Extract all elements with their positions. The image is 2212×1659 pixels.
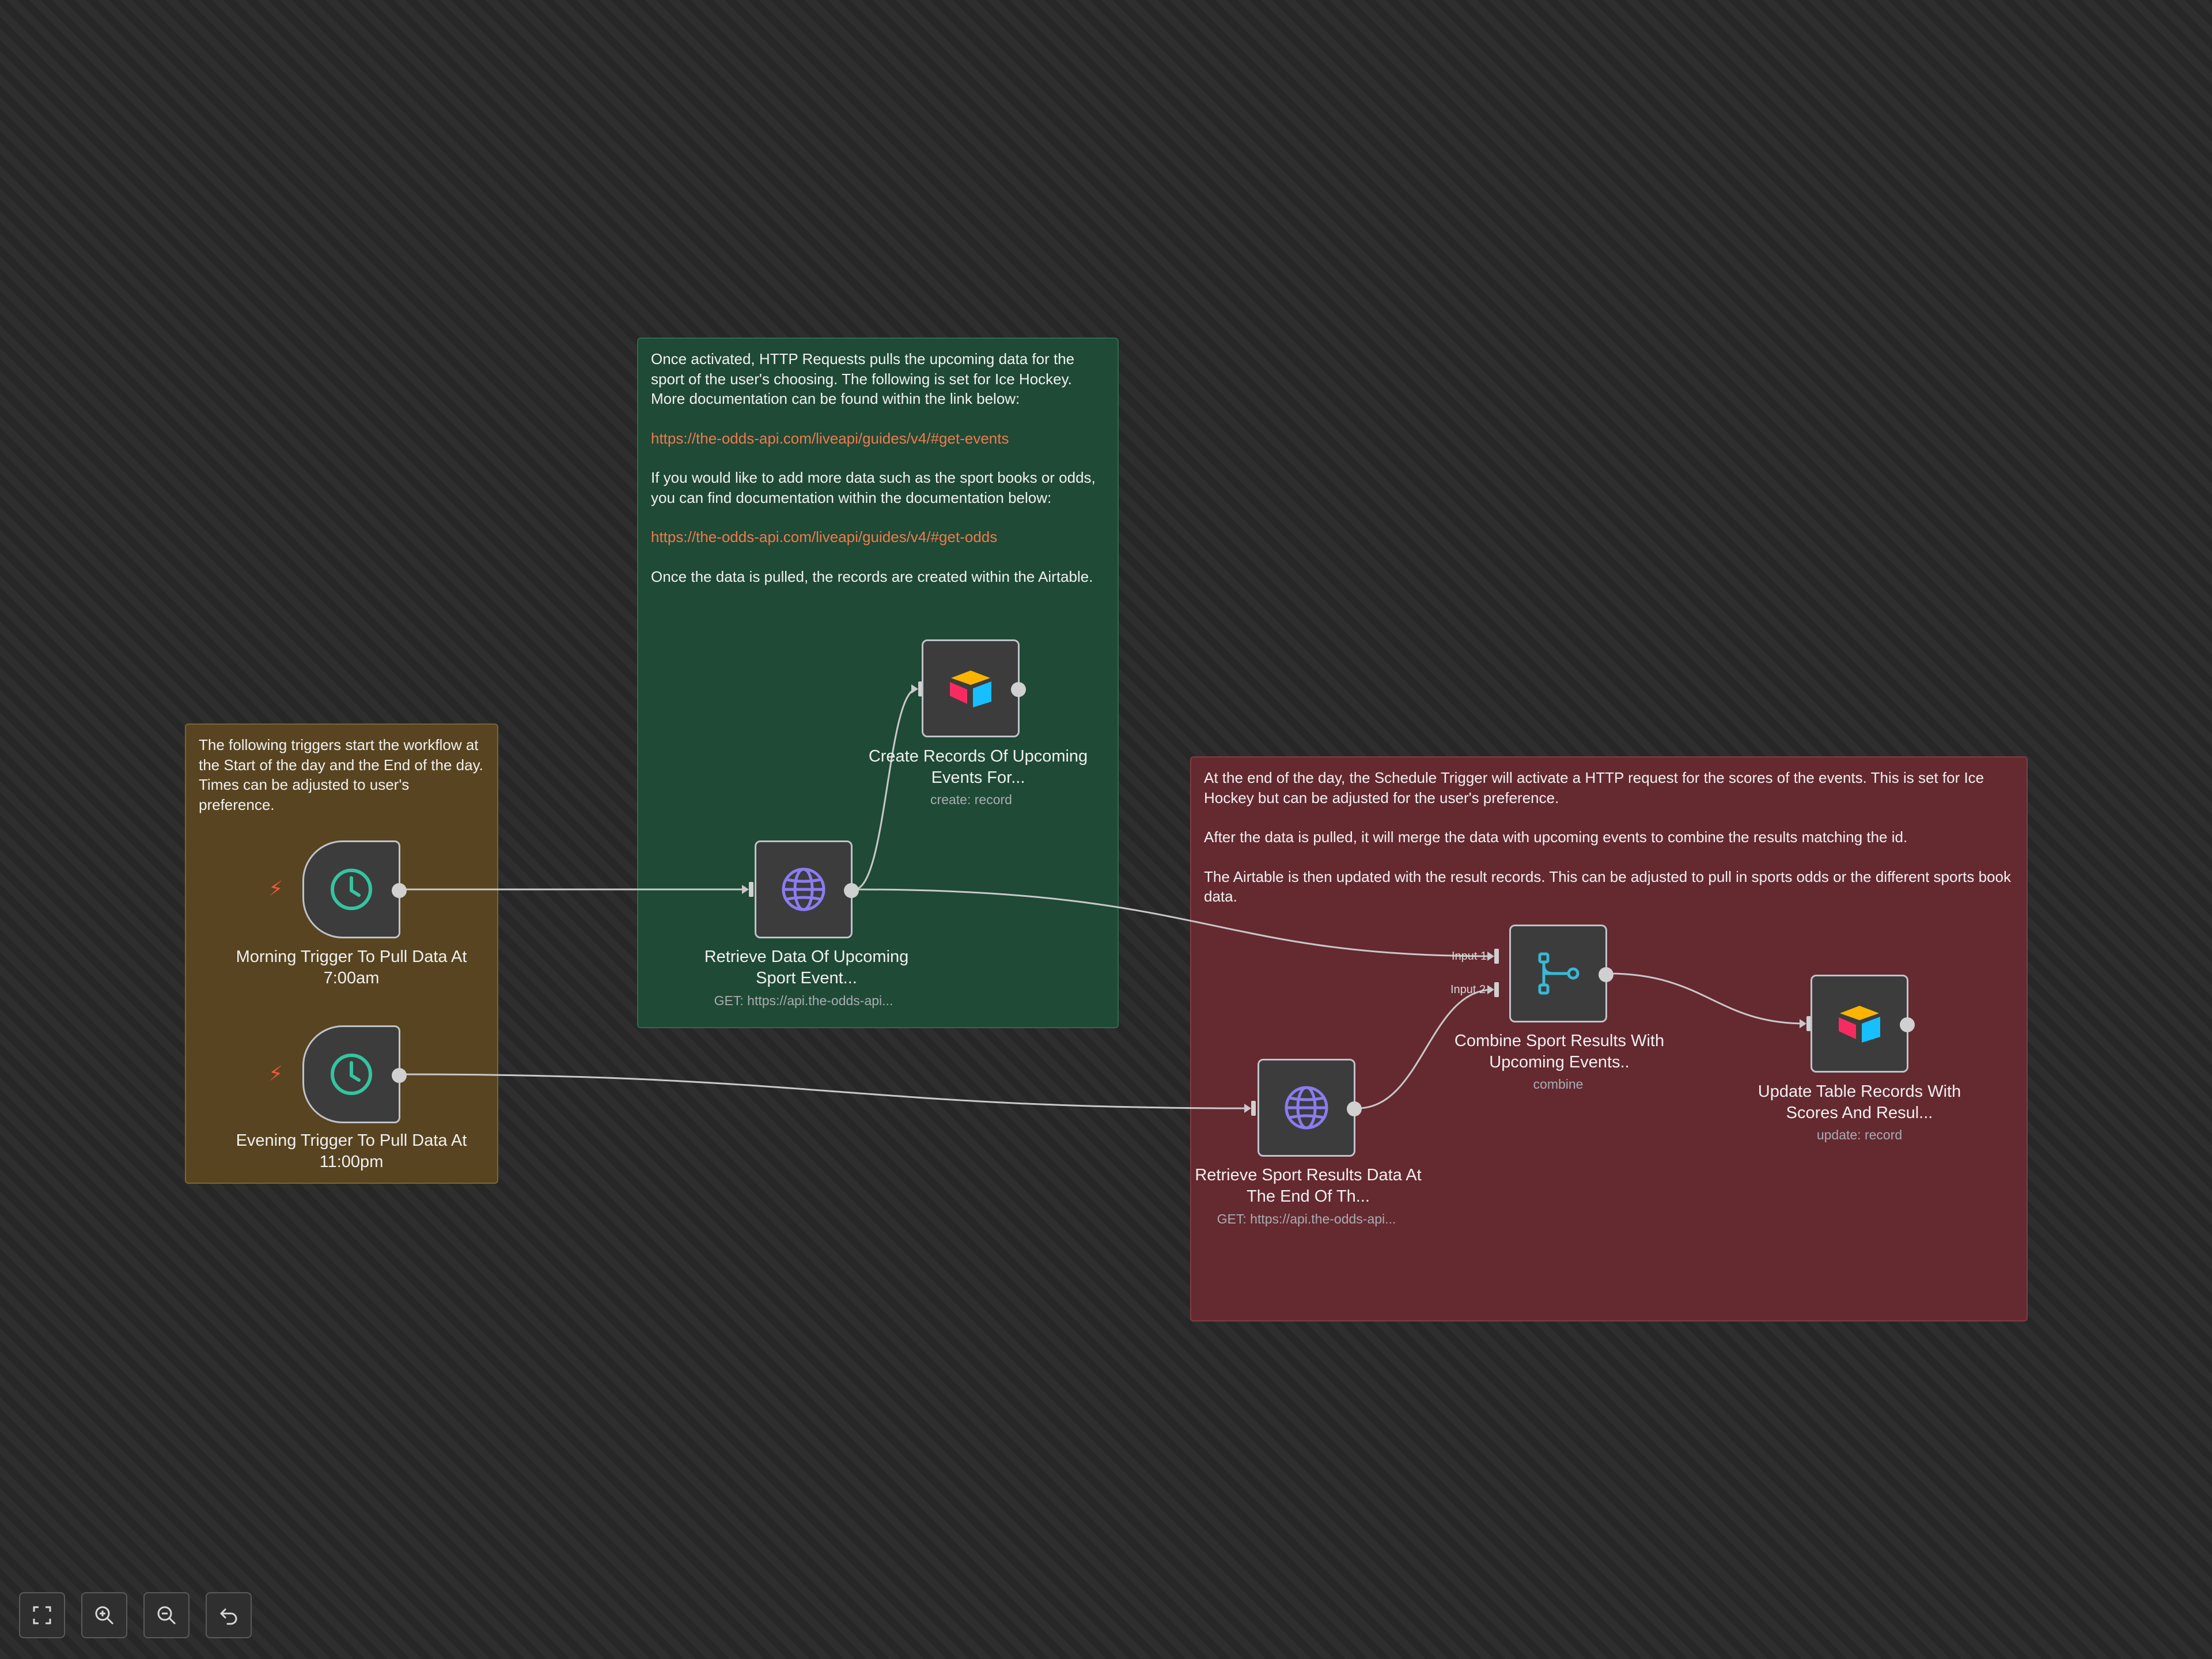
zoom-in-icon: [95, 1606, 114, 1625]
node-subtitle: update: record: [1816, 1127, 1903, 1142]
undo-icon: [220, 1608, 237, 1625]
node-subtitle: GET: https://api.the-odds-api...: [1217, 1211, 1396, 1226]
zoom-out-icon: [157, 1606, 176, 1625]
combine-node[interactable]: [1509, 925, 1613, 1022]
input-port[interactable]: [918, 681, 923, 696]
clock-icon: [331, 869, 372, 910]
input-1-label: Input 1: [1452, 950, 1487, 963]
docs-link-get-events[interactable]: https://the-odds-api.com/liveapi/guides/…: [651, 429, 1009, 447]
node-subtitle: GET: https://api.the-odds-api...: [714, 993, 893, 1008]
airtable-icon: [1839, 1006, 1880, 1043]
connection-combine-to-update: [1608, 972, 1806, 1025]
output-port[interactable]: [392, 1068, 407, 1083]
sticky-note-text: Once activated, HTTP Requests pulls the …: [651, 350, 1075, 407]
input-port[interactable]: [1806, 1016, 1811, 1031]
sticky-note-text: The Airtable is then updated with the re…: [1204, 868, 2011, 906]
globe-icon: [782, 868, 825, 911]
output-port[interactable]: [1011, 682, 1026, 697]
input-2-label: Input 2: [1450, 983, 1486, 996]
undo-button[interactable]: [206, 1592, 252, 1638]
retrieve-results-node[interactable]: [1257, 1059, 1362, 1157]
arrowhead: [1800, 1019, 1806, 1028]
zoom-in-button[interactable]: [81, 1592, 127, 1638]
sticky-note-text: At the end of the day, the Schedule Trig…: [1204, 769, 1984, 806]
sticky-note-text: After the data is pulled, it will merge …: [1204, 828, 1908, 846]
node-label: Retrieve Sport Results Data At The End O…: [1195, 1166, 1422, 1206]
create-records-node[interactable]: [922, 639, 1026, 737]
arrowhead: [1487, 952, 1494, 961]
connection-retrieve-results-to-combine: [1357, 988, 1494, 1109]
arrowhead: [1487, 985, 1494, 994]
node-label: Create Records Of Upcoming Events For...: [868, 747, 1088, 787]
sticky-note-results[interactable]: At the end of the day, the Schedule Trig…: [1190, 756, 2028, 1321]
node-label: Retrieve Data Of Upcoming Sport Event...: [704, 948, 909, 987]
output-port[interactable]: [844, 883, 859, 898]
fit-view-icon: [33, 1606, 51, 1624]
merge-icon: [1538, 952, 1580, 995]
clock-icon: [331, 1054, 372, 1095]
arrowhead: [742, 885, 749, 894]
sticky-note-text: If you would like to add more data such …: [651, 469, 1096, 506]
input-port-1[interactable]: [1494, 949, 1499, 964]
output-port[interactable]: [1347, 1101, 1362, 1116]
node-label: Morning Trigger To Pull Data At 7:00am: [236, 948, 467, 987]
connection-retrieve-upcoming-to-combine: [854, 888, 1494, 957]
node-label: Evening Trigger To Pull Data At 11:00pm: [236, 1131, 467, 1171]
globe-icon: [1285, 1086, 1328, 1130]
morning-trigger-node[interactable]: [302, 840, 407, 938]
input-port[interactable]: [1251, 1101, 1256, 1116]
node-label: Combine Sport Results With Upcoming Even…: [1454, 1032, 1665, 1071]
connection-evening-to-retrieve-results: [402, 1073, 1251, 1109]
docs-link-get-odds[interactable]: https://the-odds-api.com/liveapi/guides/…: [651, 528, 998, 546]
airtable-icon: [950, 671, 991, 707]
sticky-note-text: Once the data is pulled, the records are…: [651, 567, 1093, 585]
node-label: Update Table Records With Scores And Res…: [1758, 1082, 1961, 1122]
update-records-node[interactable]: [1810, 975, 1915, 1073]
fit-view-button[interactable]: [19, 1592, 65, 1638]
evening-trigger-node[interactable]: [302, 1025, 407, 1123]
input-port[interactable]: [749, 882, 753, 897]
node-subtitle: combine: [1533, 1077, 1584, 1092]
node-subtitle: create: record: [930, 792, 1012, 807]
arrowhead: [911, 684, 918, 694]
sticky-note-upcoming[interactable]: Once activated, HTTP Requests pulls the …: [637, 338, 1119, 1028]
connection-retrieve-upcoming-to-create: [854, 688, 918, 891]
output-port[interactable]: [1900, 1017, 1915, 1032]
output-port[interactable]: [1599, 967, 1613, 982]
arrowhead: [1244, 1104, 1251, 1113]
trigger-bolt-icon: ⚡: [268, 1062, 283, 1085]
input-port-2[interactable]: [1494, 982, 1499, 997]
output-port[interactable]: [392, 883, 407, 898]
zoom-out-button[interactable]: [143, 1592, 190, 1638]
sticky-note-text: The following triggers start the workflo…: [199, 736, 483, 813]
trigger-bolt-icon: ⚡: [268, 877, 283, 900]
retrieve-upcoming-events-node[interactable]: [755, 840, 859, 938]
